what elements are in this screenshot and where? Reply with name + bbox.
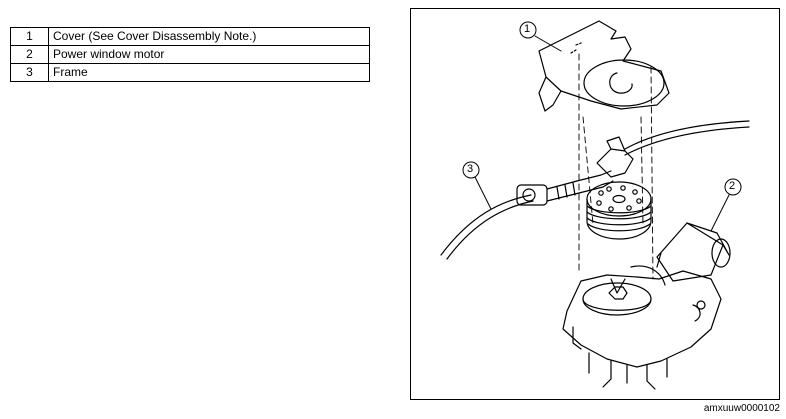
part-description: Frame xyxy=(48,63,370,82)
callout-circle xyxy=(724,178,742,196)
callout-label-motor: 2 xyxy=(729,180,736,192)
part-number: 2 xyxy=(10,45,49,64)
cover-illustration xyxy=(538,20,670,112)
table-row: 3 Frame xyxy=(10,63,370,82)
exploded-view-figure: 1 2 3 xyxy=(410,8,780,400)
callout-circle xyxy=(519,21,537,39)
gear-housing-illustration xyxy=(562,265,722,390)
callout-label-frame: 3 xyxy=(467,163,474,175)
exploded-view-drawing xyxy=(440,20,750,390)
part-description: Cover (See Cover Disassembly Note.) xyxy=(48,27,370,46)
part-number: 3 xyxy=(10,63,49,82)
table-row: 2 Power window motor xyxy=(10,45,370,64)
callout-circle xyxy=(462,161,480,179)
alignment-lines xyxy=(578,53,654,280)
figure-code: amxuuw0000102 xyxy=(703,403,780,414)
frame-cable-illustration xyxy=(440,120,750,260)
part-description: Power window motor xyxy=(48,45,370,64)
callout-label-cover: 1 xyxy=(524,23,531,35)
table-row: 1 Cover (See Cover Disassembly Note.) xyxy=(10,27,370,46)
pulley-illustration xyxy=(586,181,652,240)
part-number: 1 xyxy=(10,27,49,46)
parts-legend-table: 1 Cover (See Cover Disassembly Note.) 2 … xyxy=(10,27,370,82)
motor-illustration xyxy=(656,222,731,282)
